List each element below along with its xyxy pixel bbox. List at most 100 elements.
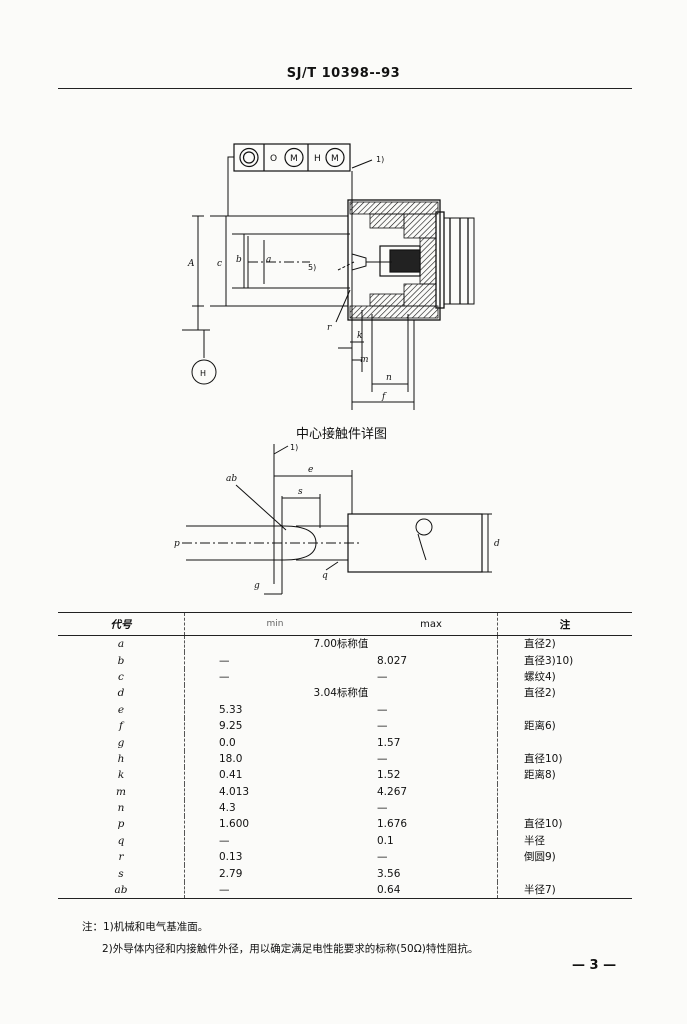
footnotes: 注：1)机械和电气基准面。 2)外导体内径和内接触件外径，用以确定满足电性能要求… (82, 916, 478, 960)
standard-number: SJ/T 10398--93 (286, 66, 401, 81)
cell-max: 4.267 (365, 783, 498, 800)
dim-label-ab: ab (226, 474, 237, 484)
table-row: b — 8.027 直径3)10) (58, 652, 632, 669)
cell-max: 0.64 (365, 881, 498, 900)
header-rule (58, 88, 632, 89)
dim-label-g: g (254, 581, 260, 591)
cell-note: 距离6) (524, 720, 556, 733)
datum-cell-m1: M (290, 154, 298, 164)
cell-max: — (365, 799, 498, 817)
cell-symbol: q (58, 832, 185, 850)
cell-max: 3.56 (365, 865, 498, 882)
detail-caption: 中心接触件详图 (296, 427, 388, 442)
cell-max: — (365, 750, 498, 768)
footnote-1: 注：1)机械和电气基准面。 (82, 921, 209, 933)
cell-min: 5.33 (219, 703, 243, 716)
cell-note (498, 865, 633, 881)
header-max: max (365, 612, 498, 636)
cell-symbol: p (58, 816, 185, 833)
dim-label-p: p (174, 539, 180, 549)
cell-note: 直径3)10) (524, 654, 574, 667)
cell-min: — (219, 654, 230, 667)
cell-max: — (365, 849, 498, 866)
dim-label-r: r (327, 323, 332, 333)
center-contact-detail (182, 444, 492, 595)
dim-label-s: s (298, 487, 303, 497)
cell-symbol: d (58, 685, 185, 702)
cell-max: 1.52 (365, 767, 498, 784)
section-hatching (349, 201, 439, 319)
cell-symbol: s (58, 865, 185, 882)
cell-min: — (184, 881, 365, 900)
page-number: — 3 — (572, 958, 617, 973)
cell-note: 倒圆9) (524, 851, 556, 864)
dim-label-e: e (308, 465, 313, 475)
header-note: 注 (497, 612, 632, 636)
header-symbol: 代号 (58, 612, 185, 636)
cell-note (498, 800, 633, 816)
datum-cell-h: H (314, 154, 321, 164)
dim-label-q: q (322, 571, 328, 581)
cell-note (498, 784, 633, 800)
cell-symbol: b (58, 652, 185, 669)
cell-min: 2.79 (219, 867, 243, 880)
footnote-2: 2)外导体内径和内接触件外径，用以确定满足电性能要求的标称(50Ω)特性阻抗。 (102, 943, 479, 955)
dim-label-d: d (494, 539, 500, 549)
cell-note: 距离8) (524, 769, 556, 782)
datum-h-label: H (200, 369, 206, 378)
cell-min: 9.25 (219, 720, 243, 733)
cell-note (498, 734, 633, 750)
cell-note: 直径2) (524, 638, 556, 651)
cell-symbol: ab (58, 881, 185, 900)
cell-max: 8.027 (365, 652, 498, 669)
cell-max: — (365, 668, 498, 686)
datum-cell-m2: M (331, 154, 339, 164)
cell-note: 直径10) (524, 818, 563, 831)
datum-cell-o: O (270, 154, 277, 164)
dim-label-c: c (217, 259, 222, 269)
cell-symbol: r (58, 849, 185, 866)
dim-label-m: m (360, 355, 369, 365)
dim-label-b: b (236, 255, 242, 265)
callout-1-top: 1) (376, 155, 384, 164)
dim-label-a: a (266, 255, 271, 265)
cell-symbol: h (58, 750, 185, 768)
cell-symbol: k (58, 767, 185, 784)
cell-max: — (365, 701, 498, 718)
cell-min: 18.0 (219, 752, 243, 765)
cell-symbol: a (58, 635, 185, 653)
callout-1-detail: 1) (290, 443, 298, 452)
cell-max: 1.57 (365, 734, 498, 751)
callout-5: 5) (308, 263, 316, 272)
cell-symbol: n (58, 799, 185, 817)
cell-max: 0.1 (365, 832, 498, 850)
cell-symbol: c (58, 668, 185, 686)
cell-note: 半径7) (497, 881, 632, 900)
table-row: c——螺纹4) (58, 668, 632, 686)
cell-symbol: g (58, 734, 185, 751)
cell-standard-value: 7.00标称值 (184, 635, 498, 653)
cell-min: — (219, 670, 230, 683)
table-header-row: 代号 min max 注 (58, 612, 632, 636)
cell-standard-value: 3.04标称值 (184, 685, 498, 702)
cell-max: — (365, 717, 498, 735)
cell-note: 直径2) (524, 687, 556, 700)
table-row: g 0.0 1.57 (58, 734, 633, 751)
table-row: s 2.79 3.56 (58, 865, 633, 882)
header-min: min (184, 612, 365, 636)
cell-min: 4.013 (219, 785, 250, 798)
cell-min: 0.0 (219, 736, 236, 749)
